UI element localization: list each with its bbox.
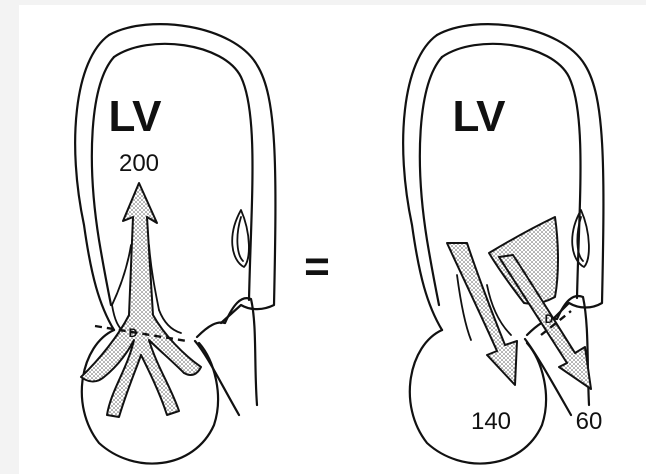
right-diameter-label: D	[545, 312, 554, 326]
right-heart: D LV 140 60	[403, 24, 603, 463]
left-flow-value: 200	[119, 150, 159, 177]
heart-flow-diagram: D LV 200 = D LV 140 60	[19, 5, 646, 474]
right-ventricle-inner-wall-left	[420, 57, 442, 305]
left-heart: D LV 200	[75, 24, 275, 463]
right-flow-value-60: 60	[576, 408, 603, 435]
right-flow-value-140: 140	[471, 408, 511, 435]
left-diameter-label: D	[129, 326, 138, 340]
right-chamber-label: LV	[453, 92, 507, 141]
left-leaflet-line-a	[112, 245, 131, 305]
left-papillary-muscle-inner	[237, 217, 243, 261]
equals-sign: =	[304, 242, 330, 291]
left-chamber-label: LV	[109, 92, 163, 141]
right-atrium	[410, 330, 546, 464]
diagram-canvas: D LV 200 = D LV 140 60	[19, 5, 646, 474]
